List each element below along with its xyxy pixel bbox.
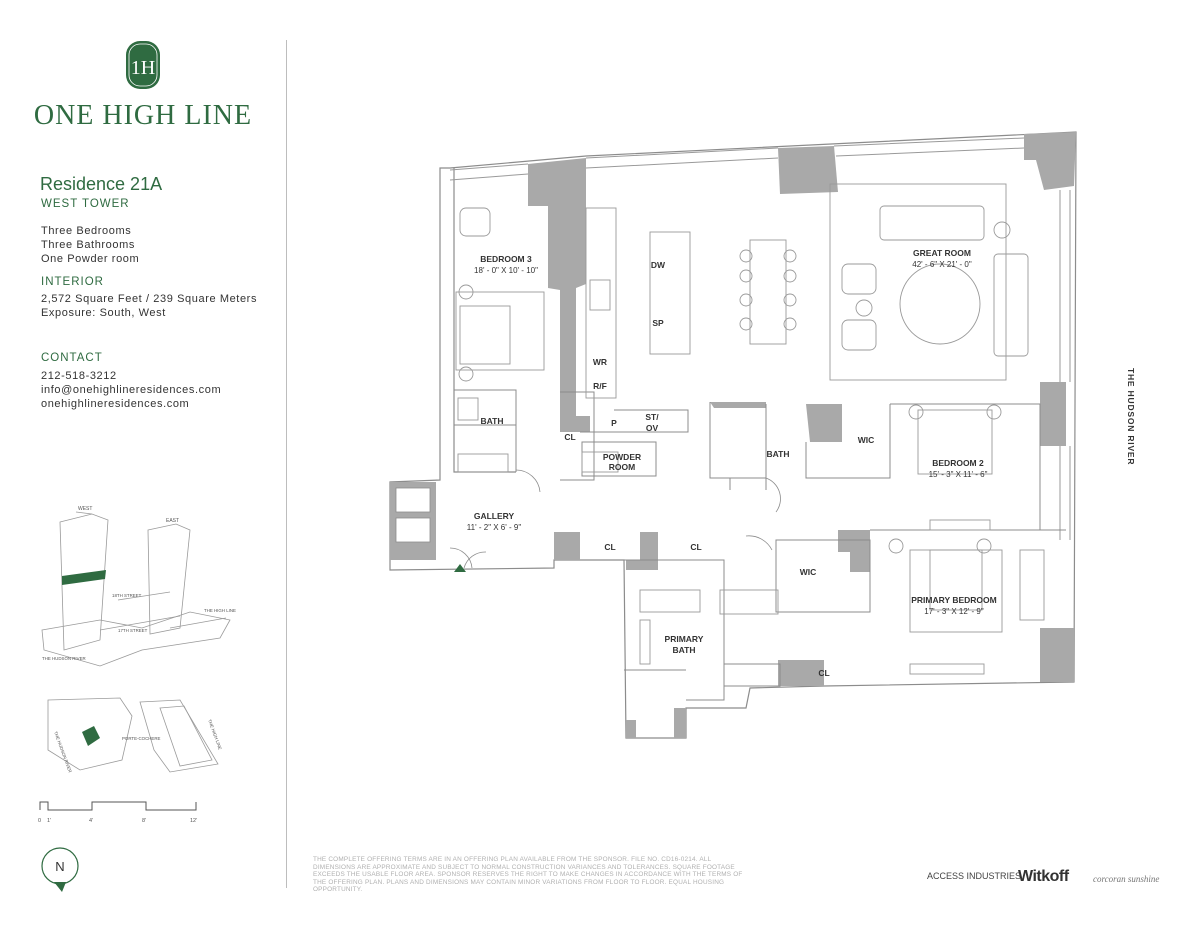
label-great-room: GREAT ROOM (913, 248, 971, 258)
label-st-ov-1: ST/ (645, 412, 659, 422)
brand-monogram-logo: 1H (126, 41, 160, 89)
dims-great-room: 42' - 6" X 21' - 0" (912, 260, 972, 269)
sidebar-divider (286, 40, 287, 888)
brand-monogram-text: 1H (131, 57, 155, 79)
dims-primary-bedroom: 17' - 3" X 12' - 9" (924, 607, 984, 616)
great-room-furniture (585, 183, 1029, 399)
label-primary-bedroom: PRIMARY BEDROOM (911, 595, 996, 605)
dims-bedroom2: 15' - 3" X 11' - 6" (929, 470, 988, 479)
label-bedroom3: BEDROOM 3 (480, 254, 532, 264)
contact-details: 212-518-3212 info@onehighlineresidences.… (41, 369, 221, 411)
label-bath-b2: BATH (767, 449, 790, 459)
dims-bedroom3: 18' - 0" X 10' - 10" (474, 266, 538, 275)
scale-tick-0: 0 (38, 818, 41, 824)
label-cl-gallery-1: CL (604, 542, 615, 552)
site-porte-cochere: PORTE-COCHERE (122, 736, 161, 741)
label-st-ov-2: OV (646, 423, 659, 433)
label-cl-primary: CL (818, 668, 829, 678)
label-wr: WR (593, 357, 607, 367)
north-label: N (55, 859, 64, 874)
structural-walls (390, 132, 1076, 738)
north-arrow-icon: N (41, 847, 79, 892)
site-high-line: THE HIGH LINE (207, 719, 223, 751)
feature-bedrooms: Three Bedrooms (41, 225, 132, 237)
key-plan-17th: 17TH STREET (118, 628, 148, 633)
label-primary-bath-1: PRIMARY (665, 634, 704, 644)
interior-exposure: Exposure: South, West (41, 307, 166, 319)
label-wic-primary: WIC (800, 567, 817, 577)
label-gallery: GALLERY (474, 511, 515, 521)
scale-tick-4: 4' (89, 818, 93, 824)
scale-tick-1: 1' (47, 818, 51, 824)
contact-email[interactable]: info@onehighlineresidences.com (41, 384, 222, 396)
washer-unit (395, 487, 431, 513)
residence-tower: WEST TOWER (41, 198, 130, 210)
interior-label: INTERIOR (41, 276, 104, 288)
feature-list: Three Bedrooms Three Bathrooms One Powde… (41, 224, 139, 266)
label-powder-2: ROOM (609, 462, 635, 472)
label-bath-b3: BATH (481, 416, 504, 426)
label-cl-gallery-2: CL (690, 542, 701, 552)
key-plan-high-line: THE HIGH LINE (204, 608, 236, 613)
site-plan: THE HUDSON RIVER PORTE-COCHERE THE HIGH … (47, 697, 223, 774)
residence-title: Residence 21A (40, 174, 163, 194)
key-plan-east: EAST (166, 518, 179, 524)
building-key-plan: WEST EAST 18TH STREET 17TH STREET THE HI… (41, 506, 236, 667)
label-dw: DW (651, 260, 666, 270)
partner-access-industries: ACCESS INDUSTRIES (927, 871, 1022, 881)
interior-area: 2,572 Square Feet / 239 Square Meters (41, 293, 258, 305)
label-primary-bath-2: BATH (673, 645, 696, 655)
contact-website[interactable]: onehighlineresidences.com (41, 398, 190, 410)
label-bedroom2: BEDROOM 2 (932, 458, 984, 468)
partner-corcoran-sunshine: corcoran sunshine (1093, 874, 1160, 884)
scale-bar: 0 1' 4' 8' 12' (38, 801, 197, 824)
label-pantry: P (611, 418, 617, 428)
label-rf: R/F (593, 381, 607, 391)
feature-bathrooms: Three Bathrooms (41, 239, 135, 251)
label-sp: SP (652, 318, 664, 328)
floor-plan: GREAT ROOM 42' - 6" X 21' - 0" BEDROOM 3… (389, 131, 1077, 739)
label-wic-b2: WIC (858, 435, 875, 445)
contact-phone[interactable]: 212-518-3212 (41, 370, 117, 382)
key-plan-west: WEST (78, 506, 92, 512)
interior-details: 2,572 Square Feet / 239 Square Meters Ex… (41, 292, 257, 320)
label-powder-1: POWDER (603, 452, 641, 462)
scale-tick-12: 12' (190, 818, 197, 824)
partner-witkoff: Witkoff (1018, 868, 1069, 885)
contact-label: CONTACT (41, 352, 103, 364)
hudson-river-label: THE HUDSON RIVER (1126, 368, 1136, 466)
dims-gallery: 11' - 2" X 6' - 9" (467, 523, 522, 532)
entry-marker-icon (454, 564, 466, 572)
dryer-unit (395, 517, 431, 543)
label-cl-hall: CL (564, 432, 575, 442)
key-plan-18th: 18TH STREET (112, 593, 142, 598)
key-plan-hudson: THE HUDSON RIVER (42, 656, 86, 661)
feature-powder: One Powder room (41, 253, 140, 265)
legal-disclaimer: THE COMPLETE OFFERING TERMS ARE IN AN OF… (313, 856, 743, 894)
site-hudson: THE HUDSON RIVER (53, 731, 73, 774)
sidebar: 1H ONE HIGH LINE Residence 21A WEST TOWE… (0, 0, 286, 927)
scale-tick-8: 8' (142, 818, 146, 824)
brand-name: ONE HIGH LINE (33, 100, 253, 131)
